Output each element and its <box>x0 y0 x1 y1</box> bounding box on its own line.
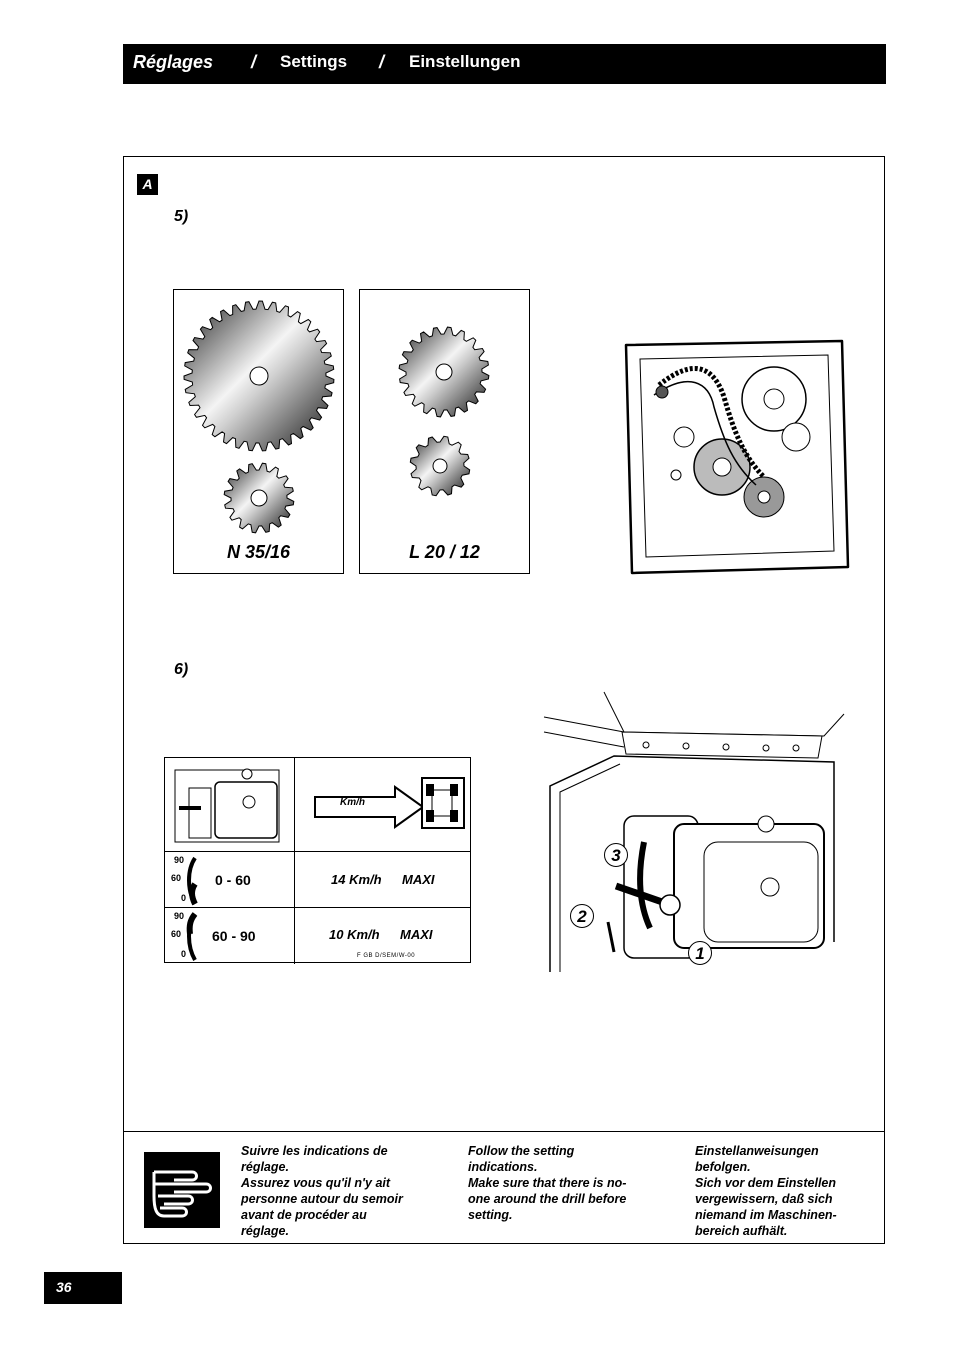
step-5-label: 5) <box>174 208 189 225</box>
note-line: Sich vor dem Einstellen <box>695 1176 837 1190</box>
note-line: setting. <box>468 1208 513 1222</box>
callout-2: 2 <box>570 904 594 928</box>
page-header: Réglages / Settings / Einstellungen <box>123 44 886 84</box>
speed-row-2: 10 Km/h MAXI F GB D/SEM/W-00 <box>295 908 471 964</box>
range-row-2: 90 60 0 60 - 90 <box>165 908 295 964</box>
title-en: Settings <box>280 52 348 71</box>
table-footnote: F GB D/SEM/W-00 <box>357 953 416 959</box>
speed-value: 14 Km/h <box>331 872 382 887</box>
speed-row-1: 14 Km/h MAXI <box>295 852 471 908</box>
gear-hole <box>249 366 269 386</box>
note-line: Einstellanweisungen <box>695 1144 819 1158</box>
note-de: Einstellanweisungen befolgen. Sich vor d… <box>695 1143 875 1239</box>
small-gear-icon <box>223 462 295 534</box>
gear-set-n-drawing <box>183 300 335 534</box>
speed-value: 10 Km/h <box>329 927 380 942</box>
gear-hole <box>432 458 448 474</box>
scale-60: 60 <box>171 929 182 939</box>
range-value: 0 - 60 <box>215 872 251 888</box>
scale-90: 90 <box>174 911 185 921</box>
note-en: Follow the setting indications. Make sur… <box>468 1143 648 1223</box>
tractor-icon <box>421 777 465 829</box>
speed-table: Km/h 90 60 0 0 - 60 14 Km/h MAXI 90 60 0… <box>164 757 471 964</box>
gear-set-n-label: N 35/16 <box>226 542 291 562</box>
note-line: réglage. <box>241 1160 289 1174</box>
notes-divider <box>124 1131 884 1132</box>
gearbox-thumbnail <box>174 768 280 843</box>
large-gear-icon <box>183 300 335 452</box>
lever-illustration <box>543 691 845 972</box>
gearbox-illustration <box>624 339 850 575</box>
note-fr: Suivre les indications de réglage. Assur… <box>241 1143 421 1239</box>
small-gear-icon <box>409 435 471 497</box>
gear-hole <box>250 489 268 507</box>
title-fr: Réglages <box>133 52 214 72</box>
arrow-label: Km/h <box>340 797 365 808</box>
illustration-panel: A 5) N 35/16 L 20 / 12 <box>123 156 885 1244</box>
scale-0: 0 <box>181 949 187 959</box>
title-sep-2: / <box>379 52 385 72</box>
dial-scale-icon <box>187 856 198 906</box>
panel-label: A <box>137 174 158 195</box>
medium-gear-icon <box>398 326 490 418</box>
title-de: Einstellungen <box>409 52 521 71</box>
note-line: Follow the setting <box>468 1144 575 1158</box>
gear-set-l-label: L 20 / 12 <box>409 542 480 562</box>
note-line: indications. <box>468 1160 538 1174</box>
arrow-right-icon <box>314 785 425 829</box>
note-line: one around the drill before <box>468 1192 627 1206</box>
note-line: niemand im Maschinen- <box>695 1208 837 1222</box>
dial-scale-icon <box>186 912 198 961</box>
note-line: réglage. <box>241 1224 289 1238</box>
lever-thumbnail-cell <box>165 758 295 852</box>
note-line: bereich aufhält. <box>695 1224 788 1238</box>
range-value: 60 - 90 <box>212 928 256 944</box>
callout-1: 1 <box>688 941 712 965</box>
step-6-label: 6) <box>174 661 189 678</box>
note-line: befolgen. <box>695 1160 751 1174</box>
page-number: 36 <box>44 1272 122 1304</box>
gear-set-l: L 20 / 12 <box>359 289 530 574</box>
callout-3: 3 <box>604 843 628 867</box>
gear-set-l-drawing <box>398 326 490 497</box>
note-line: Make sure that there is no- <box>468 1176 627 1190</box>
hand-pointer-drawing <box>152 1170 212 1218</box>
note-line: Assurez vous qu'il n'y ait <box>241 1176 391 1190</box>
gear-hole <box>435 363 453 381</box>
gear-set-n: N 35/16 <box>173 289 344 574</box>
note-line: vergewissern, daß sich <box>695 1192 833 1206</box>
scale-0: 0 <box>181 893 187 903</box>
note-line: Suivre les indications de <box>241 1144 388 1158</box>
title-sep-1: / <box>251 52 257 72</box>
scale-60: 60 <box>171 873 182 883</box>
scale-90: 90 <box>174 855 185 865</box>
speed-limit: MAXI <box>402 872 435 887</box>
note-line: personne autour du semoir <box>241 1192 403 1206</box>
speed-limit: MAXI <box>400 927 433 942</box>
note-line: avant de procéder au <box>241 1208 367 1222</box>
hand-pointer-icon <box>144 1152 220 1228</box>
range-row-1: 90 60 0 0 - 60 <box>165 852 295 908</box>
speed-header-cell: Km/h <box>295 758 471 852</box>
